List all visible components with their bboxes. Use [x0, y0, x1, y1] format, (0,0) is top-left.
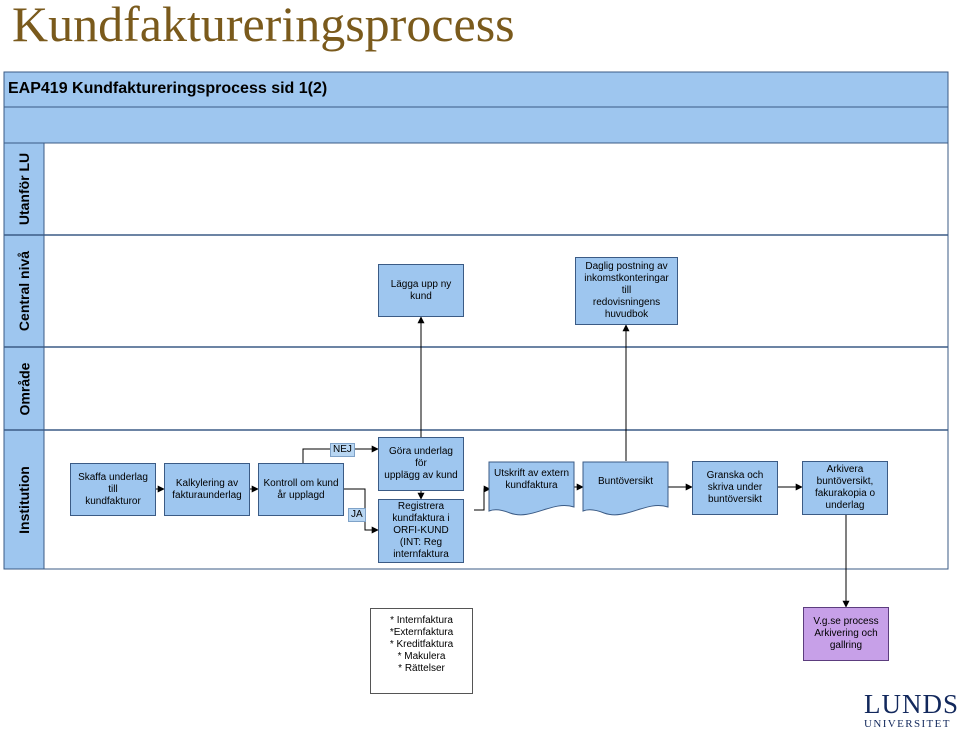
logo-main-text: LUNDS: [864, 689, 960, 719]
legend-item: * Makulera: [397, 651, 446, 662]
invoice-type-legend: * Internfaktura *Externfaktura * Kreditf…: [370, 608, 473, 694]
legend-item: * Internfaktura: [390, 615, 453, 626]
lane-label-utanfor: Utanför LU: [16, 152, 33, 226]
edge-registrera-utskrift: [474, 485, 491, 511]
lane-label-omrade: Område: [16, 362, 33, 415]
slide-title: Kundfaktureringsprocess: [12, 0, 515, 52]
legend-item: * Rättelser: [398, 663, 445, 674]
node-daglig-postning: Daglig postning av inkomstkonteringar ti…: [575, 257, 678, 325]
edge-label-ja: JA: [348, 508, 366, 522]
legend-item: * Kreditfaktura: [389, 639, 454, 650]
lane-label-central: Central nivå: [16, 250, 33, 332]
node-arkivera: Arkivera buntöversikt, fakurakopia o und…: [802, 461, 888, 515]
buntoversikt-document-shape: [582, 461, 669, 516]
lanes-frame: [3, 142, 949, 570]
node-kalkylering: Kalkylering av fakturaunderlag: [164, 463, 250, 516]
utskrift-document-shape: [488, 461, 575, 516]
node-vgse-process: V.g.se process Arkivering och gallring: [803, 607, 889, 661]
node-granska: Granska och skriva under buntöversikt: [692, 461, 778, 515]
logo-sub-text: UNIVERSITET: [864, 718, 951, 730]
diagram-header: EAP419 Kundfaktureringsprocess sid 1(2): [8, 80, 328, 97]
node-lagga-upp-kund: Lägga upp ny kund: [378, 264, 464, 317]
node-utskrift: Utskrift av extern kundfaktura: [493, 468, 570, 491]
node-buntoversikt: Buntöversikt: [597, 476, 654, 487]
edge-label-nej: NEJ: [330, 443, 355, 457]
lane-label-column: [3, 142, 45, 570]
node-kontroll-kund: Kontroll om kund år upplagd: [258, 463, 344, 516]
node-gora-underlag: Göra underlag för upplägg av kund: [378, 437, 464, 491]
node-skaffa-underlag: Skaffa underlag till kundfakturor: [70, 463, 156, 516]
lane-label-institution: Institution: [16, 465, 32, 534]
legend-item: *Externfaktura: [389, 627, 454, 638]
node-registrera: Registrera kundfaktura i ORFI-KUND (INT:…: [378, 499, 464, 563]
lunds-universitet-logo: LUNDS UNIVERSITET: [864, 689, 960, 730]
